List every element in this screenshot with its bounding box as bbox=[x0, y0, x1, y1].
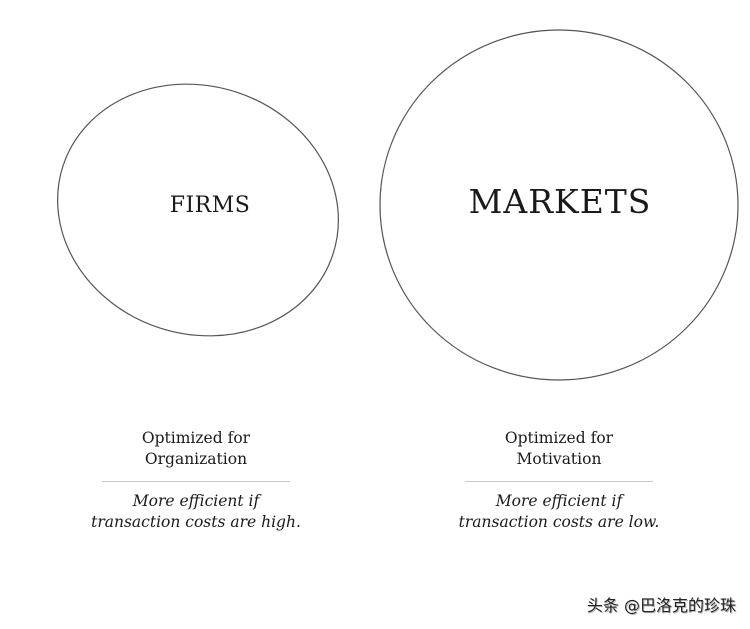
firms-ellipse bbox=[57, 83, 339, 337]
markets-caption-heading-1: Optimized for bbox=[504, 429, 614, 447]
firms-label: FIRMS bbox=[169, 193, 251, 218]
firms-caption-note-2: transaction costs are high. bbox=[91, 513, 301, 531]
markets-divider bbox=[465, 481, 653, 482]
firms-caption: Optimized for Organization More efficien… bbox=[66, 428, 326, 533]
firms-caption-note-1: More efficient if bbox=[132, 492, 260, 510]
markets-caption-note-1: More efficient if bbox=[495, 492, 623, 510]
firms-caption-heading-1: Optimized for bbox=[141, 429, 251, 447]
watermark: 头条 @巴洛克的珍珠 bbox=[586, 596, 736, 615]
markets-caption-heading-2: Motivation bbox=[516, 450, 602, 468]
firms-caption-heading-2: Organization bbox=[144, 450, 248, 468]
firms-divider bbox=[102, 481, 290, 482]
markets-circle bbox=[379, 29, 739, 381]
markets-caption: Optimized for Motivation More efficient … bbox=[429, 428, 689, 533]
markets-caption-note-2: transaction costs are low. bbox=[458, 513, 660, 531]
markets-label: MARKETS bbox=[468, 182, 652, 221]
